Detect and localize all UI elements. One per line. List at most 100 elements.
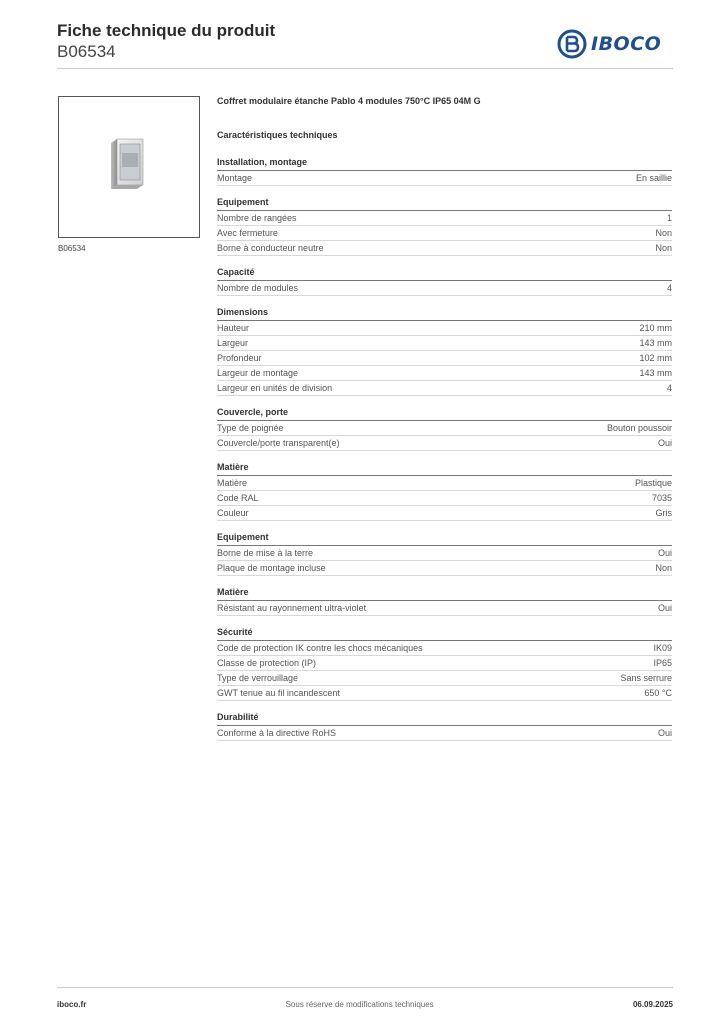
spec-value: Bouton poussoir xyxy=(606,423,672,433)
spec-value: 102 mm xyxy=(639,353,672,363)
header-divider xyxy=(57,68,673,69)
spec-value: Sans serrure xyxy=(620,673,672,683)
spec-label: Borne de mise à la terre xyxy=(217,548,314,558)
iboco-logo-icon xyxy=(557,29,587,59)
spec-value: 143 mm xyxy=(639,368,672,378)
spec-value: 143 mm xyxy=(639,338,672,348)
spec-label: Hauteur xyxy=(217,323,250,333)
spec-row: Résistant au rayonnement ultra-violet Oui xyxy=(217,601,672,616)
spec-label: Type de verrouillage xyxy=(217,673,299,683)
spec-value: 1 xyxy=(666,213,672,223)
spec-value: Oui xyxy=(657,548,672,558)
spec-label: Largeur de montage xyxy=(217,368,299,378)
spec-label: Largeur xyxy=(217,338,249,348)
spec-label: Avec fermeture xyxy=(217,228,278,238)
spec-row: Code de protection IK contre les chocs m… xyxy=(217,641,672,656)
spec-content: Coffret modulaire étanche Pablo 4 module… xyxy=(217,96,672,751)
spec-value: Non xyxy=(655,228,672,238)
spec-value: Non xyxy=(655,563,672,573)
spec-label: Borne à conducteur neutre xyxy=(217,243,324,253)
spec-value: Plastique xyxy=(634,478,672,488)
logo-text: IBOCO xyxy=(591,33,662,55)
spec-label: Couleur xyxy=(217,508,249,518)
footer-notice: Sous réserve de modifications techniques xyxy=(285,999,434,1009)
product-code: B06534 xyxy=(57,42,116,61)
spec-row: Couleur Gris xyxy=(217,506,672,521)
spec-row: Classe de protection (IP)IP65 xyxy=(217,656,672,671)
spec-row: Conforme à la directive RoHS Oui xyxy=(217,726,672,741)
spec-label: Profondeur xyxy=(217,353,262,363)
spec-value: Non xyxy=(655,243,672,253)
spec-label: Couvercle/porte transparent(e) xyxy=(217,438,340,448)
enclosure-image-icon xyxy=(111,138,144,189)
spec-row: Plaque de montage incluse Non xyxy=(217,561,672,576)
product-name: Coffret modulaire étanche Pablo 4 module… xyxy=(217,96,481,106)
spec-row: Largeur de montage 143 mm xyxy=(217,366,672,381)
footer-date: 06.09.2025 xyxy=(632,999,673,1009)
spec-value: 210 mm xyxy=(639,323,672,333)
spec-value: En saillie xyxy=(635,173,672,183)
section-title: Dimensions xyxy=(217,306,672,321)
section-title: Couvercle, porte xyxy=(217,406,672,421)
spec-row: Profondeur 102 mm xyxy=(217,351,672,366)
spec-row: Hauteur 210 mm xyxy=(217,321,672,336)
spec-row: Matière Plastique xyxy=(217,476,672,491)
page-footer: iboco.fr Sous réserve de modifications t… xyxy=(57,987,673,1020)
spec-label: GWT tenue au fil incandescent xyxy=(217,688,340,698)
section-title: Sécurité xyxy=(217,626,672,641)
page-title: Fiche technique du produit xyxy=(57,21,276,40)
section-title: Durabilité xyxy=(217,711,672,726)
spec-label: Montage xyxy=(217,173,253,183)
spec-row: Type de verrouillage Sans serrure xyxy=(217,671,672,686)
spec-row: Avec fermeture Non xyxy=(217,226,672,241)
footer-website-link[interactable]: iboco.fr xyxy=(57,999,87,1009)
spec-value: Oui xyxy=(657,438,672,448)
spec-value: 7035 xyxy=(651,493,672,503)
spec-row: Nombre de rangées 1 xyxy=(217,211,672,226)
section-title: Installation, montage xyxy=(217,156,672,171)
page-header: Fiche technique du produit B06534 xyxy=(57,20,275,62)
section-title: Capacité xyxy=(217,266,672,281)
spec-value: Oui xyxy=(657,728,672,738)
section-title: Matière xyxy=(217,461,672,476)
section-title: Matière xyxy=(217,586,672,601)
spec-value: IK09 xyxy=(653,643,672,653)
brand-logo: IBOCO xyxy=(557,29,661,59)
spec-row: Couvercle/porte transparent(e) Oui xyxy=(217,436,672,451)
spec-row: Largeur en unités de division 4 xyxy=(217,381,672,396)
spec-label: Matière xyxy=(217,478,248,488)
spec-value: 650 °C xyxy=(644,688,672,698)
spec-value: 4 xyxy=(666,383,672,393)
spec-label: Résistant au rayonnement ultra-violet xyxy=(217,603,367,613)
spec-label: Conforme à la directive RoHS xyxy=(217,728,337,738)
spec-value: Oui xyxy=(657,603,672,613)
spec-row: Code RAL 7035 xyxy=(217,491,672,506)
spec-label: Code RAL xyxy=(217,493,259,503)
spec-label: Code de protection IK contre les chocs m… xyxy=(217,643,423,653)
spec-label: Plaque de montage incluse xyxy=(217,563,326,573)
spec-label: Nombre de rangées xyxy=(217,213,297,223)
image-caption: B06534 xyxy=(58,244,86,253)
spec-label: Nombre de modules xyxy=(217,283,299,293)
spec-row: Largeur 143 mm xyxy=(217,336,672,351)
spec-label: Classe de protection (IP) xyxy=(217,658,317,668)
section-title: Equipement xyxy=(217,196,672,211)
spec-value: Gris xyxy=(655,508,673,518)
spec-label: Largeur en unités de division xyxy=(217,383,333,393)
section-title: Equipement xyxy=(217,531,672,546)
product-image xyxy=(58,96,200,238)
spec-row: Montage En saillie xyxy=(217,171,672,186)
spec-row: Borne de mise à la terre Oui xyxy=(217,546,672,561)
